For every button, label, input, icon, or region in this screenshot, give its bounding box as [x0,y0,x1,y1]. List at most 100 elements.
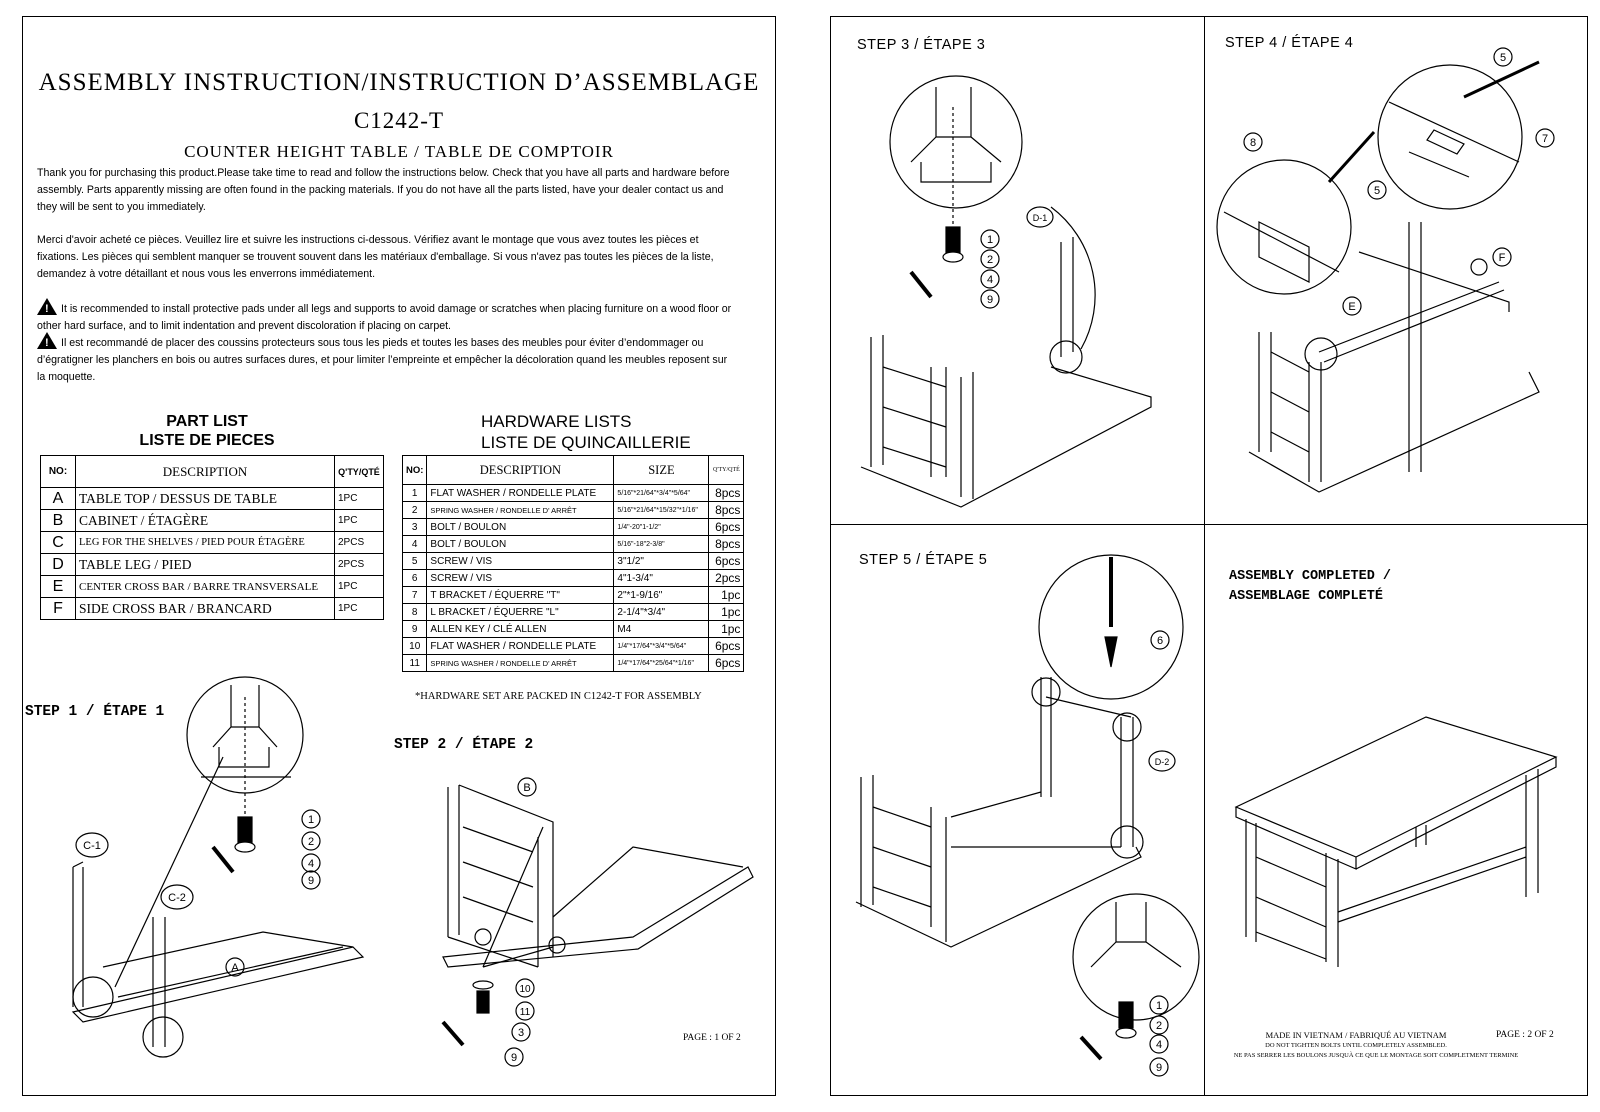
step-3-heading: STEP 3 / ÉTAPE 3 [857,37,986,53]
column-header: NO: [40,455,76,488]
cabinet-shelves [462,826,534,923]
instruction-page-2: STEP 3 / ÉTAPE 3 STEP 4 / ÉTAPE 4 STEP 5… [830,16,1588,1096]
tighten-warning-fr: NE PAS SERRER LES BOULONS JUSQUÀ CE QUE … [1233,1052,1519,1059]
callout-e [1342,296,1362,316]
hw-desc: T BRACKET / ÉQUERRE "T" [426,586,615,604]
leg-c2 [152,917,166,1047]
leader-arc [1050,206,1096,350]
detail-circle [1304,337,1338,371]
callout-9 [301,870,321,890]
hw-size: 2"*1-9/16" [613,586,710,604]
bolt-icon [945,226,961,254]
hw-no: 7 [401,586,428,604]
completed-line-en: ASSEMBLY COMPLETED / [1229,569,1392,584]
hw-desc: FLAT WASHER / RONDELLE PLATE [426,484,615,502]
column-header: Q'TY/QTÉ [334,455,384,488]
part-no: D [40,553,76,576]
callout-label: 9 [511,1052,517,1064]
warning-icon [37,332,57,352]
callout-1 [301,809,321,829]
hw-qty: 6pcs [708,552,745,570]
hw-qty: 1pc [708,620,745,638]
callout-label: A [231,962,239,974]
callout-label: 1 [1156,1000,1162,1012]
tighten-warning-en: DO NOT TIGHTEN BOLTS UNTIL COMPLETELY AS… [1265,1042,1447,1049]
detail-circle [142,1016,184,1058]
step-1-heading: STEP 1 / ÉTAPE 1 [25,704,165,720]
part-desc: LEG FOR THE SHELVES / PIED POUR ÉTAGÈRE [75,531,335,554]
hw-size: 5/16"*21/64"*3/4"*5/64" [613,484,710,502]
warning-french: Il est recommandé de placer des coussins… [37,332,737,386]
warning-french-text: Il est recommandé de placer des coussins… [37,337,728,383]
hw-desc: SCREW / VIS [426,569,615,587]
detail-circle [1112,712,1142,742]
part-no: B [40,509,76,532]
callout-f [1492,247,1512,267]
screwdriver-icon [1463,60,1540,99]
l-bracket-detail [1223,211,1340,283]
allen-key-icon [909,270,933,299]
hardware-list-heading-en: HARDWARE LISTS [481,412,632,431]
hw-no: 1 [401,484,428,502]
hw-qty: 8pcs [708,484,745,502]
callout-label: 2 [308,836,314,848]
callout-c1 [75,832,109,858]
part-list-heading: PART LIST LISTE DE PIECES [127,412,287,450]
callout-label: 5 [1374,185,1380,197]
callout-label: 4 [987,274,993,286]
hw-desc: SPRING WASHER / RONDELLE D' ARRÊT [426,501,615,519]
detail-circle [548,936,566,954]
callout-9 [504,1047,524,1067]
cabinet-shelves [1270,351,1310,453]
part-desc: CENTER CROSS BAR / BARRE TRANSVERSALE [75,575,335,598]
callout-4 [980,269,1000,289]
hw-no: 9 [401,620,428,638]
callout-8 [1243,132,1263,152]
screwdriver-icon [1327,130,1376,184]
table-legs [1258,222,1422,482]
leg-corner-detail [1090,902,1182,968]
callout-d1 [1026,206,1054,228]
hw-size: 4"1-3/4" [613,569,710,587]
step-4-heading: STEP 4 / ÉTAPE 4 [1225,35,1354,51]
table-legs [1040,677,1134,847]
callout-label: 4 [308,858,314,870]
page-number: PAGE : 2 OF 2 [1496,1030,1554,1040]
hw-qty: 8pcs [708,501,745,519]
hw-size: 1/4"*17/64"*25/64"*1/16" [613,654,710,672]
step-3-diagram: 1 2 4 9 D-1 [860,75,1152,508]
part-no: C [40,531,76,554]
callout-label: D-1 [1033,213,1048,223]
document-subtitle: COUNTER HEIGHT TABLE / TABLE DE COMPTOIR [184,142,614,161]
part-desc: TABLE LEG / PIED [75,553,335,576]
warning-icon [37,298,57,318]
hw-qty: 1pc [708,586,745,604]
warning-english-text: It is recommended to install protective … [37,303,732,332]
hw-no: 3 [401,518,428,536]
step-5-heading: STEP 5 / ÉTAPE 5 [859,552,988,568]
hw-no: 2 [401,501,428,519]
vertical-divider [1204,17,1205,1095]
column-header: NO: [401,455,428,485]
hw-no: 6 [401,569,428,587]
table-top [1234,716,1558,870]
cabinet-frame [860,775,947,942]
intro-french: Merci d'avoir acheté ce pièces. Veuillez… [37,234,714,280]
callout-2 [980,249,1000,269]
callout-label: 11 [520,1007,531,1018]
callout-c2 [160,884,194,910]
callout-label: 9 [987,294,993,306]
callout-label: 7 [1542,133,1548,145]
callout-4 [1149,1034,1169,1054]
callout-label: 9 [1156,1062,1162,1074]
column-header: Q'TY/QTÉ [708,455,745,485]
step-2-diagram: B 10 11 3 9 [441,777,754,1067]
part-qty: 1PC [334,487,384,510]
leg-corner-detail [201,685,291,778]
callout-a [225,957,245,977]
